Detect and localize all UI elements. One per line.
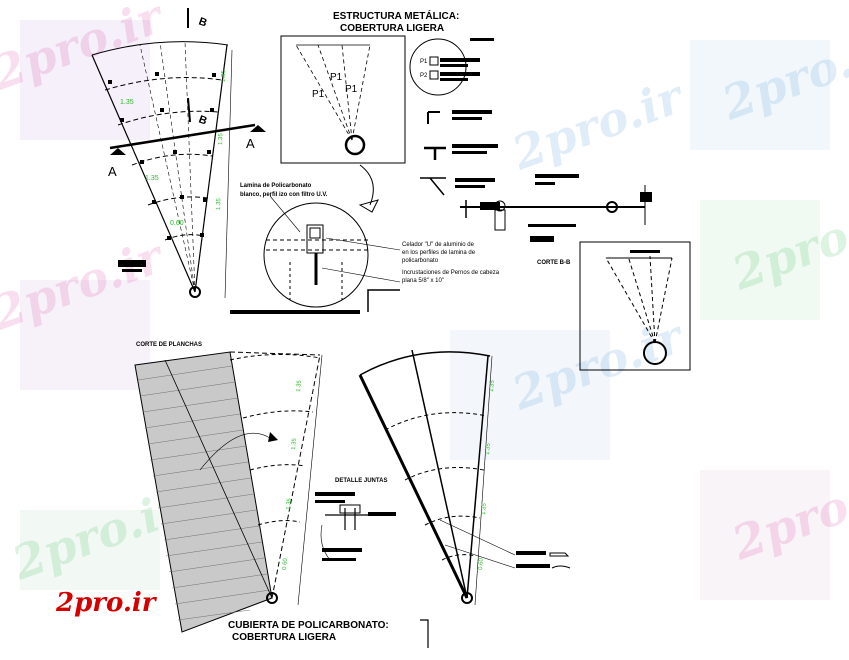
title-detalle-juntas: DETALLE JUNTAS [335,478,387,484]
callout-2: en los perfiles de lamina de [402,250,476,256]
label-p1-c: P1 [345,84,358,95]
callout-3: policarbonato [402,258,439,264]
title-cubierta: CUBIERTA DE POLICARBONATO: [228,620,389,631]
detalle-juntas: DETALLE JUNTAS [315,478,396,561]
svg-text:P2: P2 [420,73,428,79]
svg-text:P1: P1 [420,59,428,65]
svg-text:1.35: 1.35 [485,442,492,455]
svg-text:1.35: 1.35 [216,198,222,211]
detail-box-p1: P1 P1 P1 [280,35,406,213]
callout-5: plana 5/8" x 10" [402,278,444,284]
svg-text:1.35: 1.35 [218,133,224,146]
section-mark-a-right: A [246,136,255,151]
legend-profiles: P1 P2 [409,38,498,196]
svg-text:1.35: 1.35 [489,379,496,392]
svg-text:1.35: 1.35 [296,379,303,392]
svg-text:1.35: 1.35 [286,497,293,510]
beam-profile-detail [460,174,652,242]
title-cobertura-top: COBERTURA LIGERA [340,23,444,34]
callout-4: Incrustaciones de Pernos de cabeza [402,270,500,276]
label-lamina-2: blanco, perfil izo con filtro U.V. [240,192,328,198]
svg-text:1.35: 1.35 [120,99,134,106]
title-cobertura-bottom: COBERTURA LIGERA [232,632,336,643]
svg-text:1.35: 1.35 [291,437,298,450]
label-p1-b: P1 [312,89,325,100]
section-mark-b-top: B [197,16,209,30]
section-mark-b-mid: B [197,114,209,128]
svg-text:0.60: 0.60 [478,557,485,570]
structure-fan-plan: A A B B 1.35 1.35 0.60 1.35 1.35 1.35 [91,8,266,299]
svg-text:1.35: 1.35 [221,70,227,83]
corte-bb-detail: CORTE B-B [537,241,691,371]
svg-text:1.35: 1.35 [481,502,488,515]
svg-text:0.60: 0.60 [170,220,184,227]
section-mark-a-left: A [108,164,117,179]
svg-text:0.60: 0.60 [282,557,289,570]
title-corte-planchas: CORTE DE PLANCHAS [136,342,202,348]
watermark-logo: 2pro.ir [56,588,156,618]
label-p1-a: P1 [330,72,343,83]
title-corte-bb: CORTE B-B [537,260,571,266]
corte-planchas-sheet: CORTE DE PLANCHAS 1.35 1.35 1.35 0.60 [134,342,323,633]
callout-1: Celador "U" de aluminio de [402,242,475,248]
title-estructura: ESTRUCTURA METÁLICA: [333,9,459,22]
circular-detail: Lamina de Policarbonato blanco, perfil i… [230,183,500,314]
svg-text:1.35: 1.35 [145,175,159,182]
label-lamina-1: Lamina de Policarbonato [240,183,312,189]
polycarbonate-fan-plan: 1.35 1.35 1.35 0.60 [358,349,571,606]
